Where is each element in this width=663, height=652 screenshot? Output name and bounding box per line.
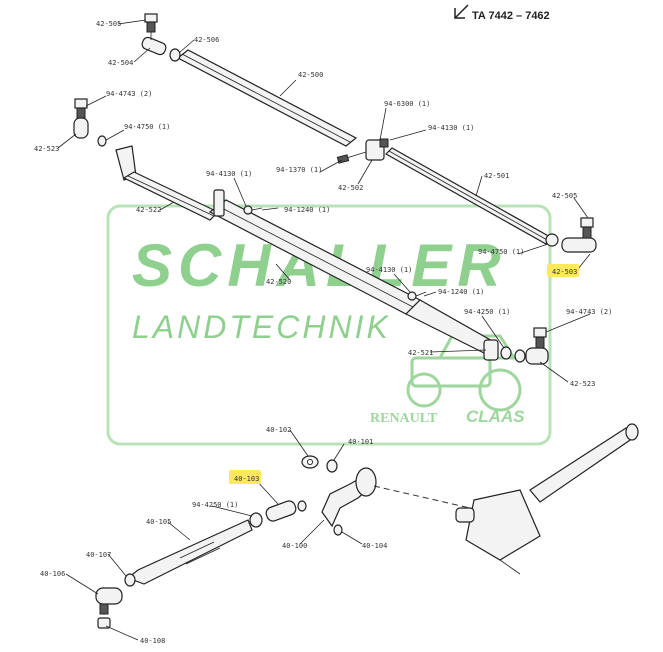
bolt-94-1240-low <box>407 291 427 301</box>
label-42-505-top: 42-505 <box>96 20 121 28</box>
label-42-523-right: 42-523 <box>570 380 595 388</box>
label-40-101: 40-101 <box>348 438 373 446</box>
label-94-1370: 94-1370 (1) <box>276 166 322 174</box>
label-40-100: 40-100 <box>282 542 307 550</box>
label-94-4130-mid: 94-4130 (1) <box>206 170 252 178</box>
highlight-40-103 <box>229 470 261 484</box>
ball-joint-42-523-right <box>500 327 549 365</box>
steering-box <box>455 423 639 575</box>
label-94-4130-low: 94-4130 (1) <box>366 266 412 274</box>
label-42-503: 42-503 <box>552 268 577 276</box>
label-94-4130-top: 94-4130 (1) <box>428 124 474 132</box>
nut-94-4250-bottom <box>249 512 263 528</box>
ball-joint-42-523-left <box>73 98 107 147</box>
watermark-frame <box>106 204 552 446</box>
watermark: SCHALLER LANDTECHNIK RENAULT CLAAS <box>106 204 552 446</box>
label-94-4750-right: 94-4750 (1) <box>478 248 524 256</box>
reference-marker: TA 7442 – 7462 <box>454 4 550 22</box>
tube-42-520 <box>208 189 495 355</box>
label-94-4743-left: 94-4743 (2) <box>106 90 152 98</box>
assembly-dashline <box>373 485 471 509</box>
label-94-4750-left: 94-4750 (1) <box>124 123 170 131</box>
nut-40-108 <box>97 617 111 629</box>
label-94-6300: 94-6300 (1) <box>384 100 430 108</box>
ball-joint-40-106 <box>95 587 123 615</box>
label-40-105: 40-105 <box>146 518 171 526</box>
leader-lines <box>57 19 591 641</box>
watermark-logo-renault: RENAULT <box>370 411 438 426</box>
nut-40-101 <box>326 459 338 473</box>
watermark-logo-claas: CLAAS <box>466 407 525 426</box>
label-40-107: 40-107 <box>86 551 111 559</box>
label-42-501: 42-501 <box>484 172 509 180</box>
label-40-104: 40-104 <box>362 542 387 550</box>
label-94-1240-low: 94-1240 (1) <box>438 288 484 296</box>
label-94-4250-bottom: 94-4250 (1) <box>192 501 238 509</box>
label-42-505-right: 42-505 <box>552 192 577 200</box>
reference-text: TA 7442 – 7462 <box>472 10 550 22</box>
ball-joint-40-103 <box>265 500 307 522</box>
nut-40-104 <box>333 524 343 536</box>
label-42-521: 42-521 <box>408 349 433 357</box>
drag-link-40-105 <box>126 519 253 585</box>
tie-rod-42-500 <box>176 49 358 147</box>
nut-40-107 <box>124 573 136 587</box>
label-40-102: 40-102 <box>266 426 291 434</box>
label-42-523-left: 42-523 <box>34 145 59 153</box>
bolt-94-1240-mid <box>243 205 263 215</box>
label-94-4250-low: 94-4250 (1) <box>464 308 510 316</box>
washer-40-102 <box>301 455 319 469</box>
label-40-103: 40-103 <box>234 475 259 483</box>
label-40-108: 40-108 <box>140 637 165 645</box>
watermark-subtitle: LANDTECHNIK <box>132 309 391 345</box>
label-42-520: 42-520 <box>266 278 291 286</box>
label-94-4743-right: 94-4743 (2) <box>566 308 612 316</box>
label-40-106: 40-106 <box>40 570 65 578</box>
clamp-42-521 <box>483 339 499 361</box>
ball-joint-42-504 <box>141 13 167 56</box>
label-94-1240-mid: 94-1240 (1) <box>284 206 330 214</box>
tie-rod-42-501 <box>385 147 553 245</box>
arrow-icon <box>454 4 469 19</box>
label-42-506: 42-506 <box>194 36 219 44</box>
arm-42-522 <box>115 145 220 221</box>
label-42-522: 42-522 <box>136 206 161 214</box>
drop-arm-40-100 <box>321 467 377 528</box>
highlight-42-503 <box>547 264 579 277</box>
label-42-502: 42-502 <box>338 184 363 192</box>
part-labels: 42-505 42-506 42-504 42-500 94-4743 (2) … <box>34 20 612 645</box>
label-42-504: 42-504 <box>108 59 133 67</box>
nut-42-506 <box>169 48 181 62</box>
ball-joint-42-503 <box>545 217 597 253</box>
label-42-500: 42-500 <box>298 71 323 79</box>
